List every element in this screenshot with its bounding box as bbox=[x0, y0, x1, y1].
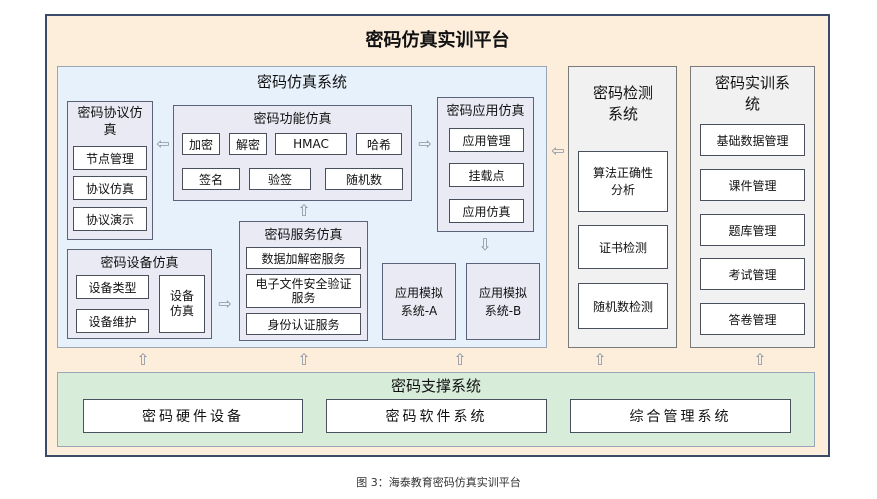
file-verification-service-box: 电子文件安全验证服务 bbox=[246, 274, 361, 308]
training-system-panel bbox=[690, 66, 815, 348]
question-bank-box: 题库管理 bbox=[700, 214, 805, 246]
exam-management-box: 考试管理 bbox=[700, 258, 805, 290]
random-number-box: 随机数 bbox=[325, 168, 403, 190]
random-check-box: 随机数检测 bbox=[578, 283, 668, 329]
device-type-box: 设备类型 bbox=[76, 275, 149, 299]
arrow-right-icon: ⇨ bbox=[218, 294, 232, 313]
platform-title: 密码仿真实训平台 bbox=[365, 30, 510, 51]
device-sim-title: 密码设备仿真 bbox=[100, 255, 179, 271]
decrypt-box: 解密 bbox=[229, 133, 267, 155]
function-sim-title: 密码功能仿真 bbox=[253, 111, 332, 127]
arrow-up-icon: ⇧ bbox=[753, 350, 767, 369]
arrow-up-icon: ⇧ bbox=[297, 201, 311, 220]
arrow-left-icon: ⇦ bbox=[156, 134, 170, 153]
encrypt-box: 加密 bbox=[182, 133, 220, 155]
support-system-title: 密码支撑系统 bbox=[390, 376, 481, 395]
device-maintenance-box: 设备维护 bbox=[76, 309, 149, 333]
protocol-sim-box: 协议仿真 bbox=[73, 176, 147, 200]
integrated-management-box: 综合管理系统 bbox=[570, 399, 791, 433]
identity-auth-service-box: 身份认证服务 bbox=[246, 313, 361, 335]
arrow-up-icon: ⇧ bbox=[136, 350, 150, 369]
app-management-box: 应用管理 bbox=[449, 128, 524, 152]
training-system-title: 密码实训系统 bbox=[715, 74, 791, 113]
app-sim-system-b: 应用模拟系统-B bbox=[466, 263, 540, 340]
verify-box: 验签 bbox=[249, 168, 311, 190]
mount-point-box: 挂载点 bbox=[449, 163, 524, 187]
device-emulation-box: 设备仿真 bbox=[159, 275, 205, 333]
arrow-right-icon: ⇨ bbox=[418, 134, 432, 153]
arrow-down-icon: ⇩ bbox=[478, 235, 492, 254]
protocol-demo-box: 协议演示 bbox=[73, 207, 147, 231]
crypto-hardware-box: 密码硬件设备 bbox=[83, 399, 303, 433]
algorithm-analysis-box: 算法正确性分析 bbox=[578, 151, 668, 212]
arrow-up-icon: ⇧ bbox=[297, 350, 311, 369]
crypto-software-box: 密码软件系统 bbox=[326, 399, 547, 433]
hmac-box: HMAC bbox=[275, 133, 347, 155]
node-management-box: 节点管理 bbox=[73, 146, 147, 170]
app-sim-title: 密码应用仿真 bbox=[446, 103, 525, 119]
sim-system-title: 密码仿真系统 bbox=[256, 72, 347, 91]
sign-box: 签名 bbox=[182, 168, 240, 190]
service-sim-title: 密码服务仿真 bbox=[264, 227, 343, 243]
protocol-sim-title: 密码协议仿真 bbox=[77, 106, 143, 138]
data-encryption-service-box: 数据加解密服务 bbox=[246, 247, 361, 269]
courseware-box: 课件管理 bbox=[700, 169, 805, 201]
arrow-up-icon: ⇧ bbox=[593, 350, 607, 369]
base-data-box: 基础数据管理 bbox=[700, 124, 805, 156]
certificate-check-box: 证书检测 bbox=[578, 225, 668, 269]
app-sim-system-a: 应用模拟系统-A bbox=[382, 263, 456, 340]
arrow-up-icon: ⇧ bbox=[453, 350, 467, 369]
arrow-left-icon: ⇦ bbox=[551, 141, 565, 160]
figure-caption: 图 3：海泰教育密码仿真实训平台 bbox=[356, 476, 521, 489]
hash-box: 哈希 bbox=[356, 133, 402, 155]
answer-sheet-box: 答卷管理 bbox=[700, 303, 805, 335]
detection-system-title: 密码检测系统 bbox=[592, 84, 653, 123]
app-simulation-box: 应用仿真 bbox=[449, 199, 524, 223]
